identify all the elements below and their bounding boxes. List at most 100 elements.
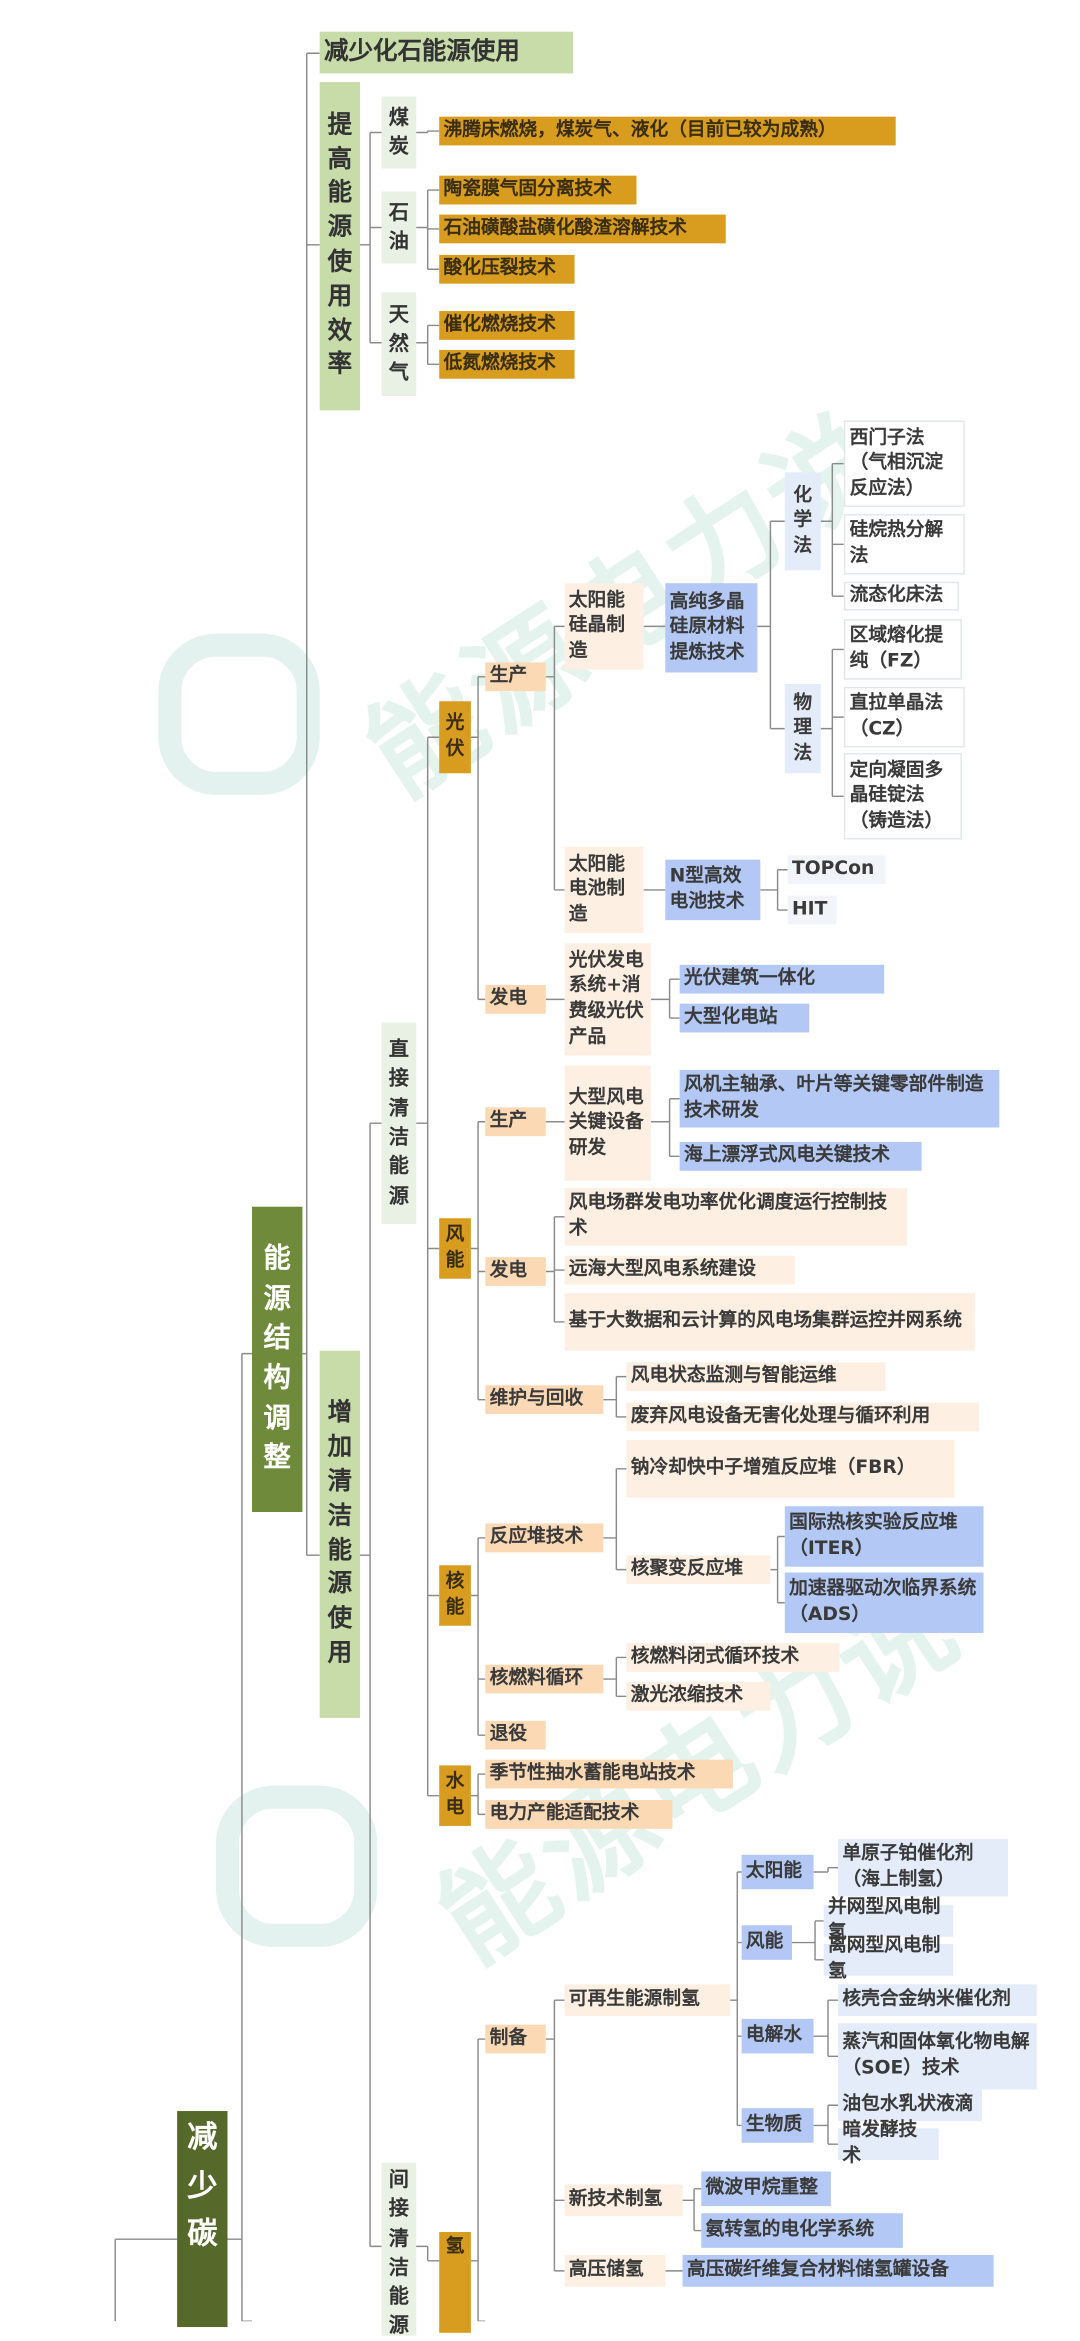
leaf: 光伏建筑一体化 [679,964,885,994]
leaf: 蒸汽和固体氧化物电解（SOE）技术 [838,2023,1037,2090]
node-wind-equipment: 大型风电关键设备研发 [564,1065,651,1181]
leaf: 大型化电站 [679,1003,810,1033]
leaf: 低氮燃烧技术 [439,349,575,379]
connector-line [545,1216,565,1323]
leaf: 风电场群发电功率优化调度运行控制技术 [564,1188,908,1246]
leaf: 风机主轴承、叶片等关键零部件制造技术研发 [679,1069,1000,1128]
connector-line [760,869,788,911]
leaf: 风电状态监测与智能运维 [626,1362,886,1392]
leaf: 催化燃烧技术 [439,311,575,340]
leaf: 钠冷却快中子增殖反应堆（FBR） [626,1440,955,1498]
node-polysilicon: 高纯多晶硅原材料提炼技术 [665,583,758,673]
node-oil: 石油 [381,191,417,264]
node-ntype: N型高效电池技术 [665,859,761,921]
node-h2-solar: 太阳能 [741,1854,814,1890]
node-h2-newtech: 新技术制氢 [564,2184,683,2217]
node-silicon: 太阳能硅晶制造 [564,583,644,670]
connector-line [302,52,320,1556]
leaf: 季节性抽水蓄能电站技术 [485,1759,733,1789]
leaf: 石油磺酸盐磺化酸渣溶解技术 [439,214,726,244]
connector-line [360,131,382,344]
connector-line [770,1535,785,1604]
connector-line [470,1773,486,1816]
leaf: 暗发酵技术 [838,2120,939,2167]
node-indirect: 间接清洁能源 [381,2162,417,2338]
connector-line [470,1121,486,1401]
leaf: 加速器驱动次临界系统（ADS） [784,1572,984,1633]
leaf: 氨转氢的电化学系统 [701,2213,903,2248]
connector-line [416,130,440,134]
node-coal: 煤炭 [381,96,417,169]
connector-line [730,1871,742,2127]
connector-line [813,1866,839,1873]
connector-line [545,1999,565,2272]
leaf: 国际热核实验反应堆（ITER） [784,1506,984,1567]
leaf: TOPCon [787,855,886,885]
connector-line [416,2245,440,2262]
leaf: 硅烷热分解法 [843,514,965,575]
node-cell: 太阳能电池制造 [564,846,644,934]
leaf: 流态化床法 [843,581,960,611]
leaf: 西门子法（气相沉淀反应法） [843,420,965,507]
node-h2-storage: 高压储氢 [564,2255,666,2287]
node-h2-biomass: 生物质 [741,2108,814,2143]
connector-line [757,520,785,730]
connector-line [603,1375,627,1418]
node-wind-production: 生产 [485,1107,546,1137]
connector-line [470,2038,486,2322]
leaf: 酸化压裂技术 [439,254,575,284]
leaf: 废弃风电设备无害化处理与循环利用 [626,1402,980,1432]
connector-line [820,462,844,597]
leaf: 直拉单晶法（CZ） [843,686,965,748]
connector-line [360,1122,382,2248]
node-reactor: 反应堆技术 [485,1523,604,1553]
leaf: 高压碳纤维复合材料储氢罐设备 [682,2255,994,2287]
connector-line [820,648,844,798]
node-h2-prep: 制备 [485,2024,546,2054]
node-structure: 能源结构调整 [252,1206,303,1512]
leaf: 激光浓缩技术 [626,1681,771,1711]
node-wind-generation: 发电 [485,1257,546,1286]
node-hydrogen: 氢 [439,2232,471,2333]
connector-line [470,1537,486,1736]
watermark-logo-icon [158,633,320,795]
node-pv-generation: 发电 [485,984,546,1014]
leaf: 单原子铂催化剂（海上制氢） [838,1838,1009,1897]
connector-line [813,1999,839,2058]
leaf: 核燃料闭式循环技术 [626,1643,840,1672]
node-wind-maintenance: 维护与回收 [485,1385,604,1415]
node-physical: 物理法 [784,684,821,774]
connector-line [416,324,440,366]
leaf: 海上漂浮式风电关键技术 [679,1141,922,1171]
node-fuel-cycle: 核燃料循环 [485,1664,604,1694]
node-wind: 风能 [439,1218,471,1279]
node-fossil: 减少化石能源使用 [319,31,574,74]
node-hydro: 水电 [439,1765,471,1826]
node-chemical: 化学法 [784,472,821,571]
connector-line [227,1352,253,2322]
connector-line [792,1920,824,1961]
leaf: 区域熔化提纯（FZ） [843,619,962,680]
leaf: HIT [787,895,837,925]
node-h2-electrolysis: 电解水 [741,2018,814,2054]
connector-line [603,1468,627,1571]
node-gas: 天然气 [381,292,417,397]
node-fusion: 核聚变反应堆 [626,1555,771,1585]
connector-line [470,676,486,1001]
leaf: 陶瓷膜气固分离技术 [439,175,637,205]
watermark-logo-icon [216,1785,378,1947]
connector-line [650,978,680,1019]
node-h2-wind: 风能 [741,1925,793,1960]
node-root: 减少碳 [177,2111,228,2328]
connector-line [416,736,440,1797]
leaf: 核壳合金纳米催化剂 [838,1984,1037,2017]
leaf: 基于大数据和云计算的风电场集群运控并网系统 [564,1293,975,1351]
leaf: 沸腾床燃烧，煤炭气、液化（目前已较为成熟） [439,116,896,146]
leaf: 并网型风电制氢 [823,1897,954,1944]
connector-line [650,1098,680,1158]
leaf: 离网型风电制氢 [823,1936,954,1983]
node-decommission: 退役 [485,1720,546,1750]
connector-line [114,2238,178,2322]
